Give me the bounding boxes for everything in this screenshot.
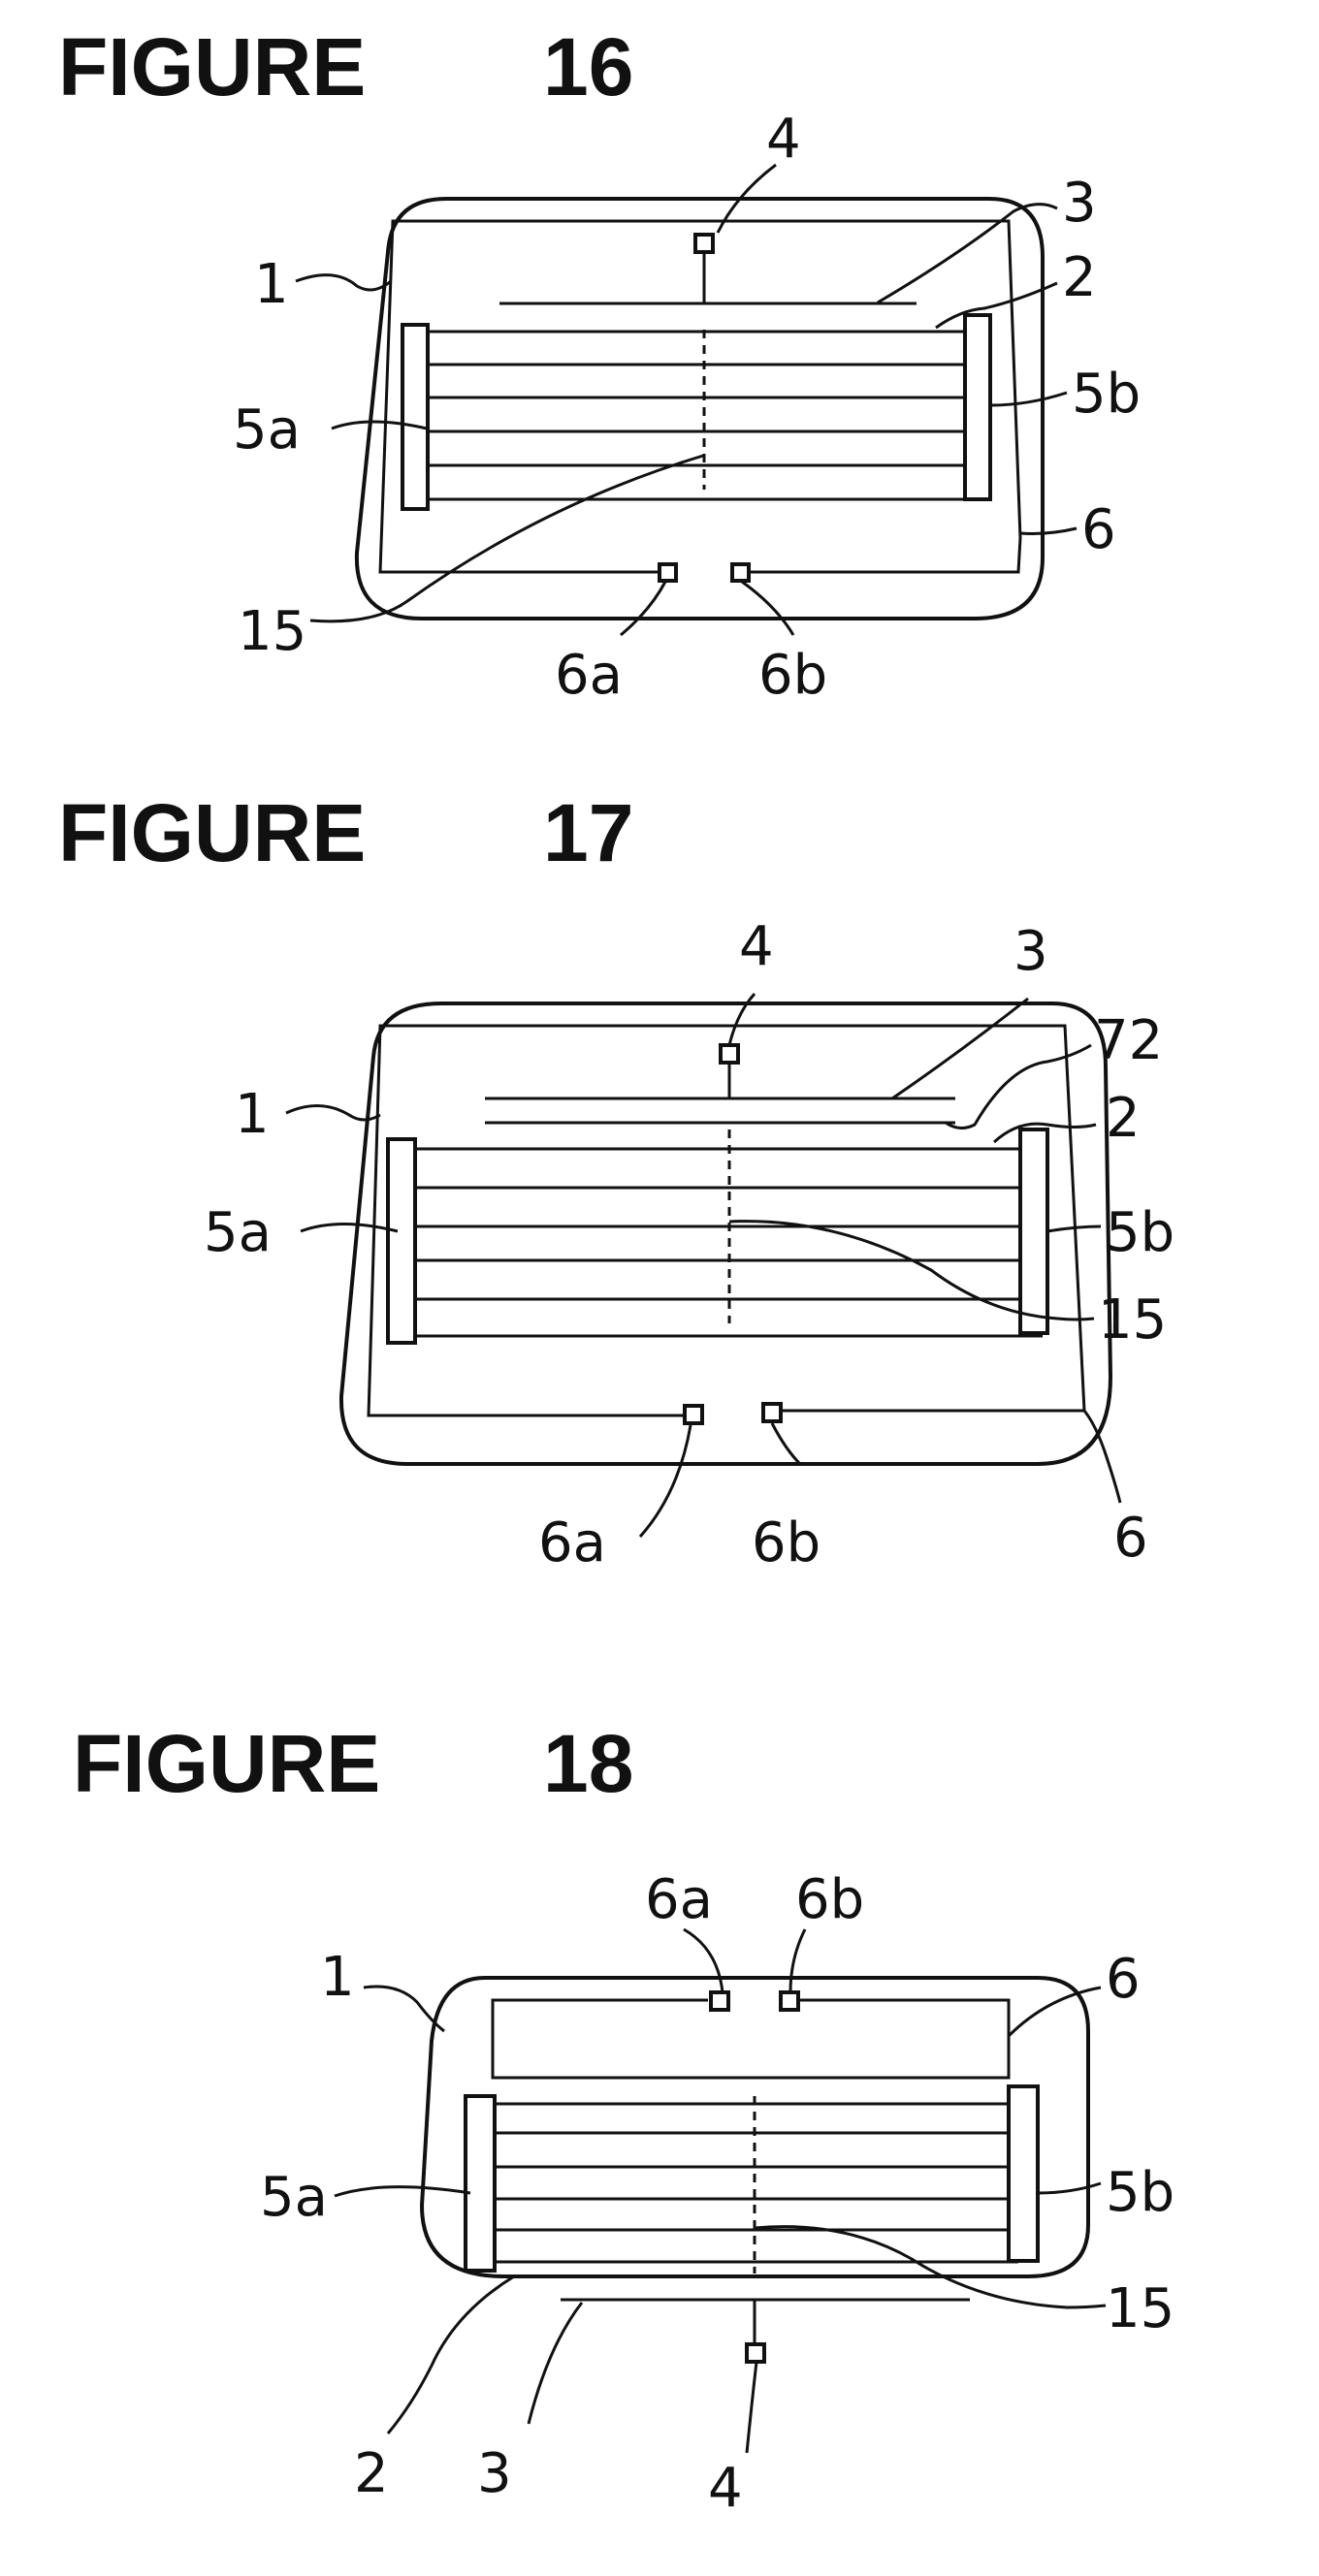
figure-18: FIGURE 18 6a 6b 6 1	[73, 1718, 1174, 2520]
figure-17-title: FIGURE	[58, 787, 366, 878]
label-6: 6	[1081, 498, 1116, 561]
heater-wires-2	[425, 332, 970, 499]
bus-bar-5b	[1020, 1129, 1047, 1333]
leader-6a	[684, 1929, 723, 1992]
label-5a: 5a	[204, 1201, 272, 1264]
antenna-conductor-6	[493, 2000, 1009, 2078]
glass-pane	[341, 1003, 1110, 1464]
figure-18-title: FIGURE	[73, 1718, 380, 1809]
glass-pane	[357, 199, 1043, 619]
figure-16-number: 16	[543, 21, 633, 112]
leader-6a	[640, 1425, 691, 1537]
leader-3	[878, 205, 1057, 302]
leader-15	[755, 2227, 1106, 2307]
bus-bar-5a	[388, 1139, 415, 1343]
leader-4	[729, 994, 755, 1045]
feed-point-4	[695, 235, 713, 252]
label-4: 4	[708, 2457, 743, 2520]
label-5a: 5a	[260, 2166, 328, 2229]
leader-6a	[621, 582, 665, 635]
label-6a: 6a	[645, 1868, 713, 1931]
label-4: 4	[739, 915, 774, 978]
label-3: 3	[1013, 920, 1048, 983]
terminal-6b	[781, 1992, 798, 2010]
terminal-6a	[711, 1992, 728, 2010]
leader-5b	[1038, 2183, 1101, 2193]
label-3: 3	[477, 2442, 512, 2505]
leader-6b	[790, 1929, 805, 1992]
label-4: 4	[766, 108, 801, 171]
heater-wires-2	[412, 1149, 1043, 1336]
label-2: 2	[1106, 1087, 1141, 1150]
terminal-6b	[763, 1404, 781, 1421]
label-72: 72	[1094, 1009, 1163, 1072]
figure-17: FIGURE 17 1 4 3	[58, 787, 1174, 1574]
feed-point-4	[747, 2344, 764, 2362]
leader-4	[747, 2362, 756, 2453]
leader-6	[1020, 528, 1077, 533]
terminal-6b	[732, 564, 749, 581]
leader-6b	[742, 582, 793, 635]
label-1: 1	[320, 1946, 355, 2009]
label-6: 6	[1113, 1507, 1148, 1570]
label-2: 2	[354, 2442, 389, 2505]
figure-18-number: 18	[543, 1718, 633, 1809]
figure-16-title: FIGURE	[58, 21, 366, 112]
leader-6b	[772, 1423, 800, 1464]
bus-bar-5b	[1009, 2086, 1038, 2261]
label-1: 1	[254, 253, 289, 316]
antenna-conductor-6	[369, 1026, 1084, 1415]
label-5b: 5b	[1106, 1201, 1174, 1264]
feed-point-4	[721, 1045, 738, 1063]
bus-bar-5b	[965, 315, 990, 499]
label-6a: 6a	[555, 644, 623, 707]
label-15: 15	[238, 600, 306, 663]
label-3: 3	[1062, 172, 1097, 235]
label-1: 1	[235, 1083, 270, 1146]
figure-17-number: 17	[543, 787, 633, 878]
label-6a: 6a	[538, 1511, 606, 1574]
bus-bar-5a	[466, 2096, 495, 2271]
leader-1	[296, 275, 391, 290]
terminal-6a	[685, 1406, 702, 1423]
label-6b: 6b	[752, 1511, 820, 1574]
terminal-6a	[660, 564, 676, 581]
label-5a: 5a	[233, 398, 301, 461]
leader-5a	[301, 1224, 398, 1232]
label-5b: 5b	[1072, 363, 1141, 426]
label-5b: 5b	[1106, 2161, 1174, 2224]
label-15: 15	[1106, 2277, 1174, 2340]
leader-2	[936, 283, 1057, 328]
label-6: 6	[1106, 1948, 1141, 2011]
figure-16: FIGURE 16	[58, 21, 1141, 707]
leader-5a	[335, 2187, 470, 2196]
leader-5b	[991, 393, 1067, 405]
label-2: 2	[1062, 246, 1097, 309]
label-15: 15	[1098, 1288, 1167, 1352]
heater-wires-2	[495, 2104, 1018, 2262]
leader-2	[388, 2276, 514, 2433]
leader-3	[529, 2303, 582, 2424]
label-6b: 6b	[758, 644, 827, 707]
bus-bar-5a	[402, 325, 428, 509]
leader-1	[364, 1987, 444, 2031]
label-6b: 6b	[795, 1868, 864, 1931]
